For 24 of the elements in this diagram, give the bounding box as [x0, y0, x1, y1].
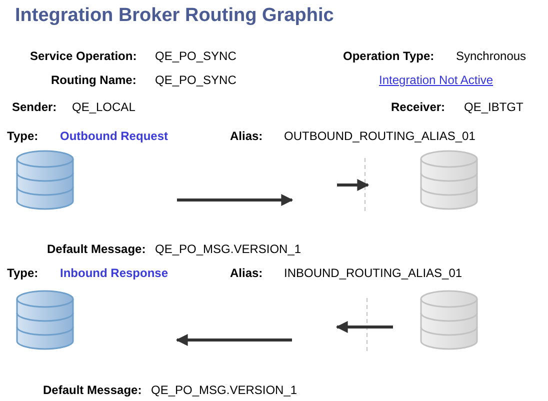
field-label: Alias:	[230, 266, 263, 280]
field-value: QE_LOCAL	[72, 100, 136, 114]
field-value: INBOUND_ROUTING_ALIAS_01	[284, 266, 462, 280]
field-value: OUTBOUND_ROUTING_ALIAS_01	[284, 129, 476, 143]
field-value: QE_PO_MSG.VERSION_1	[151, 383, 298, 397]
field-label: Service Operation:	[30, 49, 137, 63]
field-value: QE_PO_SYNC	[155, 73, 236, 87]
page-title: Integration Broker Routing Graphic	[15, 5, 334, 27]
field-value: QE_PO_MSG.VERSION_1	[155, 242, 302, 256]
field-label: Alias:	[230, 129, 263, 143]
field-label: Routing Name:	[51, 73, 136, 87]
field-label: Default Message:	[47, 242, 146, 256]
field-value: QE_IBTGT	[464, 100, 524, 114]
field-label: Type:	[7, 266, 38, 280]
field-value: Synchronous	[456, 49, 526, 63]
field-value: QE_PO_SYNC	[155, 49, 236, 63]
field-label: Operation Type:	[343, 49, 434, 63]
type-value: Inbound Response	[60, 266, 168, 280]
field-label: Type:	[7, 129, 38, 143]
field-label: Receiver:	[391, 100, 446, 114]
type-value: Outbound Request	[60, 129, 168, 143]
field-label: Default Message:	[43, 383, 142, 397]
field-label: Sender:	[12, 100, 57, 114]
status-link: Integration Not Active	[379, 73, 494, 87]
